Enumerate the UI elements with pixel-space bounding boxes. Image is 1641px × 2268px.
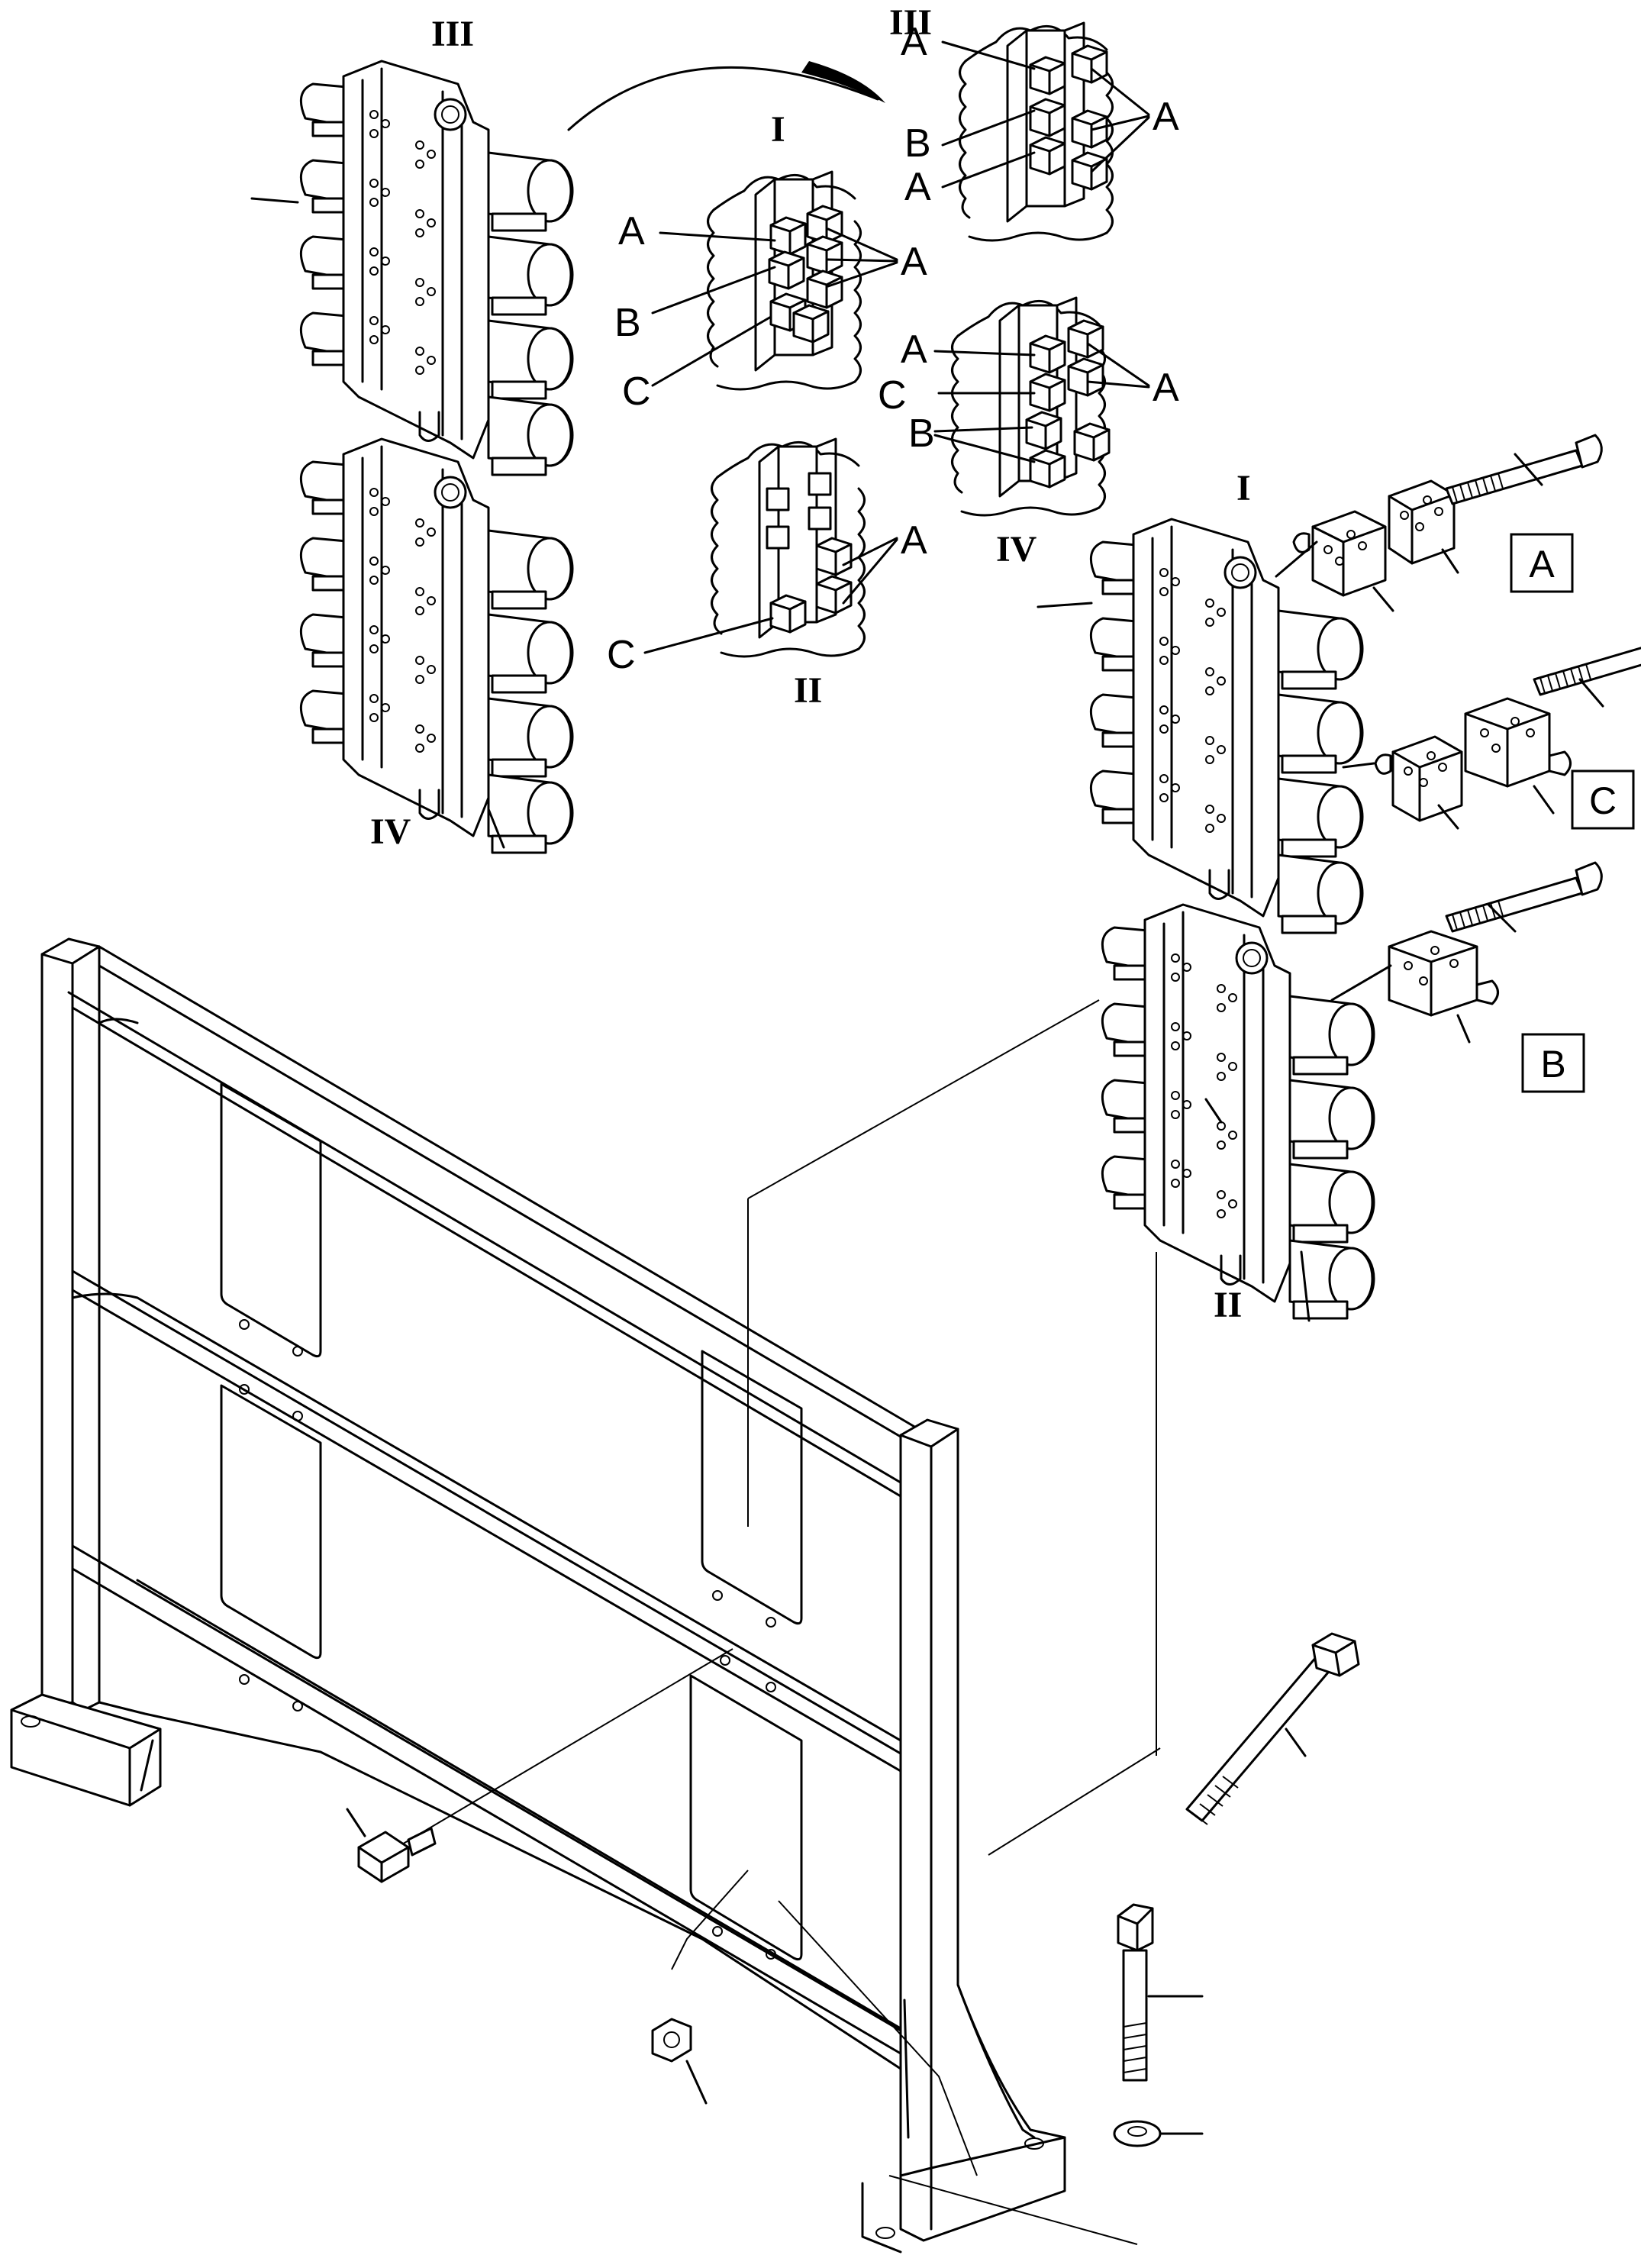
label-block-top-left: III xyxy=(431,14,474,54)
frame xyxy=(10,937,1066,2253)
roman-labels: III IV III I II IV I II xyxy=(370,2,1251,1325)
label-kit-a: A xyxy=(1529,543,1555,586)
label-d3-a2: A xyxy=(904,165,931,209)
kit-b-box xyxy=(1521,1033,1585,1093)
label-d2-c: C xyxy=(607,633,636,677)
label-d3-a3: A xyxy=(1153,95,1179,139)
label-d4-a2: A xyxy=(1153,366,1179,410)
label-d3-a1: A xyxy=(901,20,927,64)
label-d1-c: C xyxy=(622,369,651,414)
label-block-middle-left: IV xyxy=(370,811,411,852)
label-detail-center: I xyxy=(771,109,785,150)
label-block-right-lower: II xyxy=(1214,1285,1242,1325)
label-d1-b: B xyxy=(614,301,641,345)
boxed-labels: A C B xyxy=(1510,533,1635,1093)
label-d4-b: B xyxy=(908,411,935,456)
label-d3-b: B xyxy=(904,121,931,166)
label-d4-c: C xyxy=(878,373,907,418)
kit-c-box xyxy=(1571,769,1635,830)
label-kit-b: B xyxy=(1540,1043,1565,1086)
label-d1-a1: A xyxy=(618,209,645,253)
label-detail-bottom-center: II xyxy=(794,670,822,711)
label-detail-top-right: III xyxy=(889,2,932,43)
label-kit-c: C xyxy=(1589,779,1617,822)
label-d4-a1: A xyxy=(901,327,927,372)
label-block-right-upper: I xyxy=(1236,468,1251,508)
label-d2-a: A xyxy=(901,518,927,563)
letter-labels: A B A A A A B C A C B A A C xyxy=(607,20,1179,677)
kit-a-box xyxy=(1510,533,1574,593)
label-detail-right: IV xyxy=(996,529,1037,569)
label-d1-a2: A xyxy=(901,240,927,284)
